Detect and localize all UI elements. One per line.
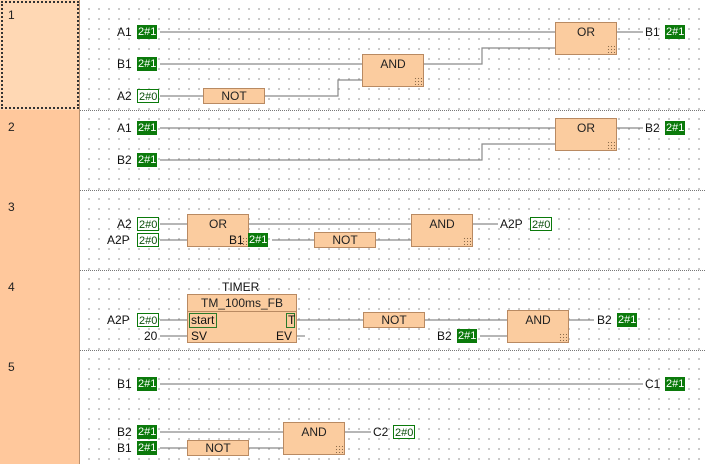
block-title: AND — [380, 57, 406, 71]
input-value[interactable]: 2#0 — [137, 313, 160, 327]
input-label: A2 — [117, 217, 132, 231]
resize-grip[interactable] — [414, 77, 422, 85]
rung-number: 5 — [8, 360, 15, 374]
input-label: B1 — [229, 233, 244, 247]
rung-header-3[interactable]: 3 — [0, 190, 80, 270]
t-pin-box — [286, 313, 295, 328]
block-title: OR — [577, 121, 595, 135]
input-value[interactable]: 2#1 — [137, 121, 158, 135]
or-block[interactable]: OR — [555, 22, 617, 55]
block-title: NOT — [221, 89, 247, 103]
input-value[interactable]: 2#1 — [137, 25, 158, 39]
output-value[interactable]: 2#0 — [530, 217, 553, 231]
constant-label: 20 — [144, 329, 158, 343]
start-pin-box — [189, 313, 217, 328]
input-label: B1 — [117, 377, 132, 391]
input-label: B1 — [117, 441, 132, 455]
rung-number: 2 — [8, 120, 15, 134]
input-label: B2 — [117, 153, 132, 167]
input-label: A2P — [107, 313, 130, 327]
block-title: NOT — [332, 233, 358, 247]
rung-header-2[interactable]: 2 — [0, 110, 80, 190]
resize-grip[interactable] — [335, 445, 343, 453]
rung-number: 1 — [8, 8, 15, 22]
output-label: C2 — [373, 425, 389, 439]
rung-header-1[interactable]: 1 — [0, 0, 80, 110]
output-label: B2 — [645, 121, 660, 135]
output-label: B1 — [645, 25, 660, 39]
resize-grip[interactable] — [239, 237, 247, 245]
input-value[interactable]: 2#1 — [137, 441, 158, 455]
sv-pin[interactable]: SV — [191, 329, 208, 343]
resize-grip[interactable] — [607, 141, 615, 149]
output-value[interactable]: 2#1 — [617, 313, 638, 327]
rung-number: 3 — [8, 200, 15, 214]
block-title: OR — [577, 25, 595, 39]
input-label: A2P — [107, 233, 130, 247]
input-value[interactable]: 2#1 — [457, 329, 478, 343]
output-value[interactable]: 2#1 — [665, 377, 686, 391]
rung-separator — [80, 270, 705, 271]
block-title: AND — [301, 425, 327, 439]
t-pin[interactable]: T — [288, 313, 296, 327]
input-value[interactable]: 2#0 — [137, 89, 160, 103]
rung-number: 4 — [8, 280, 15, 294]
block-title: NOT — [205, 441, 231, 455]
and-block[interactable]: AND — [362, 54, 424, 87]
input-value[interactable]: 2#0 — [137, 217, 160, 231]
and-block[interactable]: AND — [507, 310, 569, 343]
input-value[interactable]: 2#1 — [248, 233, 269, 247]
output-value[interactable]: 2#1 — [665, 25, 686, 39]
input-value[interactable]: 2#1 — [137, 57, 158, 71]
input-value[interactable]: 2#0 — [137, 233, 160, 247]
timer-block[interactable]: TM_100ms_FB start SV T EV — [187, 294, 297, 343]
rung-separator — [80, 190, 705, 191]
rung-header-5[interactable]: 5 — [0, 350, 80, 464]
input-label: B1 — [117, 57, 132, 71]
not-block[interactable]: NOT — [314, 232, 376, 248]
input-label: A1 — [117, 121, 132, 135]
rung-area-4[interactable] — [80, 270, 705, 350]
block-title: AND — [525, 313, 551, 327]
input-value[interactable]: 2#1 — [137, 425, 158, 439]
resize-grip[interactable] — [559, 333, 567, 341]
resize-grip[interactable] — [463, 237, 471, 245]
resize-grip[interactable] — [607, 45, 615, 53]
input-value[interactable]: 2#1 — [137, 377, 158, 391]
and-block[interactable]: AND — [411, 214, 473, 247]
not-block[interactable]: NOT — [187, 440, 249, 456]
input-label: B2 — [117, 425, 132, 439]
output-label: C1 — [645, 377, 661, 391]
output-value[interactable]: 2#0 — [393, 425, 416, 439]
and-block[interactable]: AND — [283, 422, 345, 455]
block-title: NOT — [381, 313, 407, 327]
input-label: A1 — [117, 25, 132, 39]
timer-instance-name: TIMER — [222, 280, 260, 294]
output-value[interactable]: 2#1 — [665, 121, 686, 135]
output-label: B2 — [597, 313, 612, 327]
rung-separator — [80, 110, 705, 111]
start-pin[interactable]: start — [191, 313, 215, 327]
output-label: A2P — [500, 217, 523, 231]
not-block[interactable]: NOT — [203, 88, 265, 104]
ev-pin[interactable]: EV — [276, 329, 293, 343]
block-title: OR — [209, 217, 227, 231]
timer-type: TM_100ms_FB — [200, 296, 284, 310]
rung-area-5[interactable] — [80, 350, 705, 464]
input-label: A2 — [117, 89, 132, 103]
input-value[interactable]: 2#1 — [137, 153, 158, 167]
or-block[interactable]: OR — [187, 214, 249, 247]
rung-header-4[interactable]: 4 — [0, 270, 80, 350]
block-title: AND — [429, 217, 455, 231]
not-block[interactable]: NOT — [363, 312, 425, 328]
rung-area-3[interactable] — [80, 190, 705, 270]
input-label: B2 — [437, 329, 452, 343]
or-block[interactable]: OR — [555, 118, 617, 151]
timer-divider — [188, 311, 296, 312]
rung-separator — [80, 350, 705, 351]
